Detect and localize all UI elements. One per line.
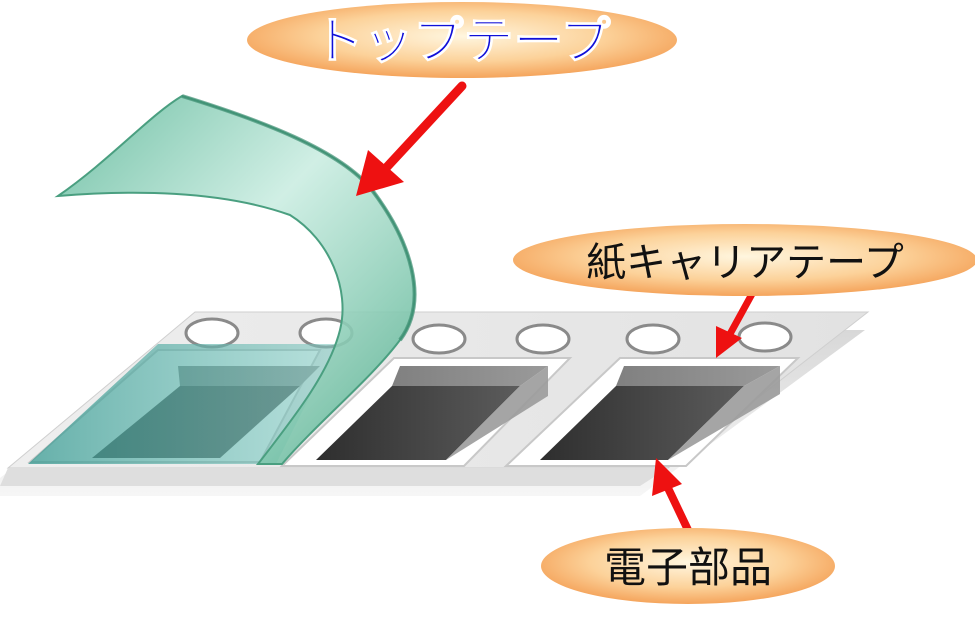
sprocket-hole: [411, 323, 467, 355]
sprocket-hole: [515, 323, 571, 355]
callout-arrows: [356, 81, 756, 534]
label-bubble: [513, 224, 975, 296]
label-top-tape: トップテープ: [247, 2, 677, 78]
label-component-text: 電子部品: [604, 543, 772, 592]
electronic-component-side: [616, 366, 780, 386]
electronic-component-right-face: [446, 366, 548, 460]
top-tape-laid-section: [28, 344, 336, 464]
arrow-to-carrier-tape: [716, 290, 756, 358]
electronic-component: [316, 386, 520, 460]
label-bubble: [247, 2, 677, 78]
carrier-tape-front-edge: [0, 468, 668, 486]
pocket: [503, 357, 801, 467]
sprocket-hole: [737, 321, 793, 353]
label-top-tape-text: トップテープ: [314, 12, 611, 70]
label-paper-carrier-tape: 紙キャリアテープ: [513, 224, 975, 296]
pocket: [279, 357, 573, 467]
sprocket-hole: [184, 317, 240, 349]
arrow-to-top-tape: [356, 81, 467, 196]
electronic-component-right-face: [668, 366, 780, 460]
arrow-to-component: [652, 458, 692, 534]
electronic-component-side: [392, 366, 548, 386]
label-paper-carrier-tape-text: 紙キャリアテープ: [586, 240, 904, 286]
label-component: 電子部品: [541, 528, 835, 604]
electronic-component: [540, 386, 744, 460]
top-tape-film: [28, 94, 417, 465]
sprocket-hole: [625, 323, 681, 355]
label-bubble: [541, 528, 835, 604]
